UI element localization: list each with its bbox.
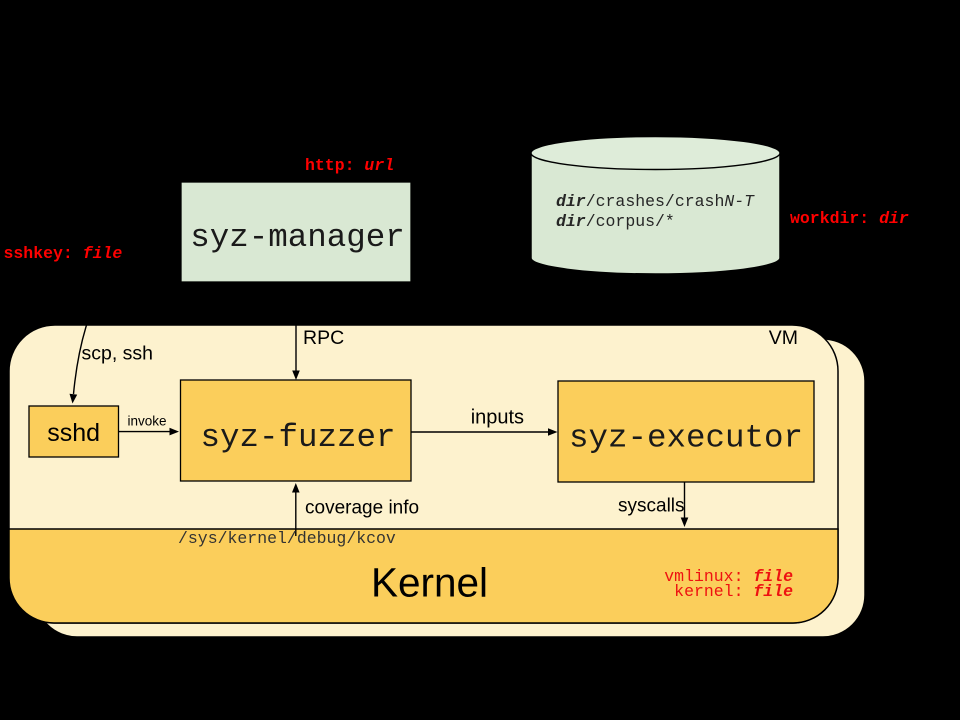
svg-text:sshkey: file: sshkey: file	[4, 244, 123, 263]
svg-text:vmlinux: file: vmlinux: file	[664, 567, 793, 586]
svg-text:http: url: http: url	[305, 156, 394, 175]
svg-text:kernel: file: kernel: file	[674, 582, 793, 601]
svg-text:Kernel: Kernel	[371, 560, 488, 606]
svg-text:syz-manager: syz-manager	[190, 219, 405, 256]
svg-text:scp, ssh: scp, ssh	[82, 343, 154, 365]
svg-text:syscalls: syscalls	[618, 496, 685, 517]
svg-text:sshd: sshd	[47, 419, 100, 447]
svg-text:dir/corpus/*: dir/corpus/*	[556, 212, 675, 231]
svg-text:dir/crashes/crashN-T: dir/crashes/crashN-T	[556, 192, 755, 211]
svg-text:RPC: RPC	[303, 327, 344, 349]
svg-text:invoke: invoke	[128, 414, 167, 429]
svg-text:VM: VM	[769, 327, 798, 349]
svg-text:/sys/kernel/debug/kcov: /sys/kernel/debug/kcov	[178, 529, 396, 548]
svg-text:workdir: dir: workdir: dir	[790, 209, 909, 228]
svg-text:inputs: inputs	[471, 407, 524, 429]
svg-text:coverage info: coverage info	[305, 498, 419, 519]
svg-text:syz-executor: syz-executor	[569, 420, 803, 457]
svg-text:syz-fuzzer: syz-fuzzer	[200, 419, 395, 456]
